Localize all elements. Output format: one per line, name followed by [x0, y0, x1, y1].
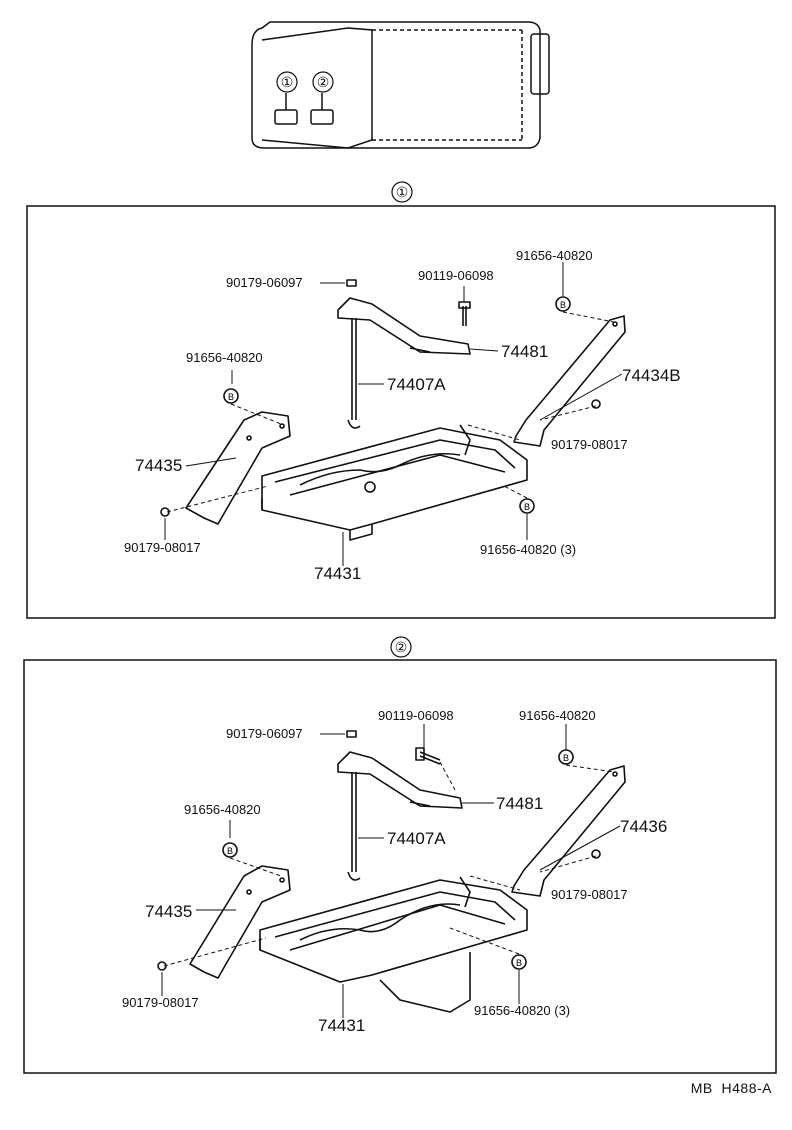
clamp-bar — [337, 751, 463, 809]
nut-b-letter: B — [560, 300, 566, 310]
label-74435: 74435 — [135, 456, 182, 475]
label-74434B: 74434B — [622, 366, 681, 385]
vehicle-top-view — [251, 21, 550, 149]
label-90179-08017-right: 90179-08017 — [551, 887, 628, 902]
battery-tray — [259, 879, 528, 983]
label-91656-40820-left: 91656-40820 — [186, 350, 263, 365]
section-1-drawing — [160, 279, 626, 541]
label-90179-08017-right: 90179-08017 — [551, 437, 628, 452]
label-91656-40820-left: 91656-40820 — [184, 802, 261, 817]
label-91656-40820-top: 91656-40820 — [519, 708, 596, 723]
label-90179-08017-left: 90179-08017 — [122, 995, 199, 1010]
label-74431: 74431 — [314, 564, 361, 583]
label-74436: 74436 — [620, 817, 667, 836]
section-1-marker: ① — [396, 184, 409, 200]
hold-down-rod — [347, 772, 361, 881]
label-74481: 74481 — [496, 794, 543, 813]
section-2-drawing — [157, 730, 626, 1013]
label-90179-08017-left: 90179-08017 — [124, 540, 201, 555]
label-74435: 74435 — [145, 902, 192, 921]
label-90179-06097: 90179-06097 — [226, 726, 303, 741]
figure-code: MB H488-A — [691, 1080, 772, 1096]
bracket-left — [185, 411, 291, 525]
hold-down-rod — [347, 318, 361, 429]
label-90119-06098: 90119-06098 — [378, 708, 454, 723]
nut-b-letter: B — [563, 753, 569, 763]
battery-tray — [261, 427, 528, 531]
nut-b-letter: B — [524, 502, 530, 512]
label-74407A: 74407A — [387, 375, 446, 394]
bracket-left — [189, 865, 291, 979]
label-91656-40820-top: 91656-40820 — [516, 248, 593, 263]
label-91656-40820-tray: 91656-40820 (3) — [480, 542, 576, 557]
section-1-frame — [26, 205, 776, 619]
label-74431: 74431 — [318, 1016, 365, 1035]
nut-b-letter: B — [228, 392, 234, 402]
nut-b-letter: B — [227, 846, 233, 856]
section-2: ② — [23, 636, 777, 1074]
label-91656-40820-tray: 91656-40820 (3) — [474, 1003, 570, 1018]
label-90179-06097: 90179-06097 — [226, 275, 303, 290]
section-2-marker: ② — [395, 639, 408, 655]
section-2-frame — [23, 659, 777, 1074]
clamp-bar — [337, 297, 471, 355]
vehicle-marker-1: ① — [281, 74, 294, 90]
vehicle-marker-2: ② — [317, 74, 330, 90]
bracket-right — [513, 315, 626, 447]
label-90119-06098: 90119-06098 — [418, 268, 494, 283]
nut-b-letter: B — [516, 958, 522, 968]
label-74481: 74481 — [501, 342, 548, 361]
section-1: ① — [26, 181, 776, 619]
label-74407A: 74407A — [387, 829, 446, 848]
bracket-right — [511, 765, 626, 897]
